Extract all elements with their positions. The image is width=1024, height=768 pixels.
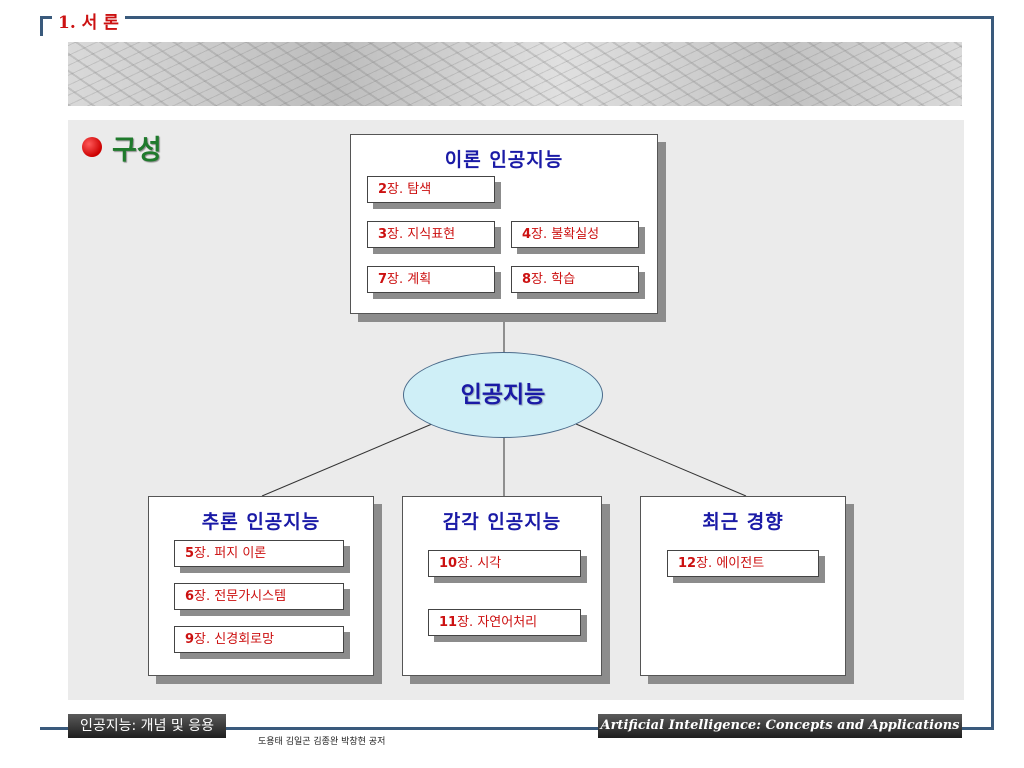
chapter-8-chip: 8장. 학습 <box>511 266 639 293</box>
chip-number: 8 <box>522 272 532 287</box>
bullet-icon <box>82 137 102 157</box>
chip-number: 11 <box>439 615 458 630</box>
chip-text: 장. 계획 <box>387 272 432 287</box>
marble-banner <box>68 42 962 106</box>
chapter-4-chip: 4장. 불확실성 <box>511 221 639 248</box>
connector-reasoning <box>261 423 433 497</box>
chip-number: 3 <box>378 227 388 242</box>
chapter-2-chip: 2장. 탐색 <box>367 176 495 203</box>
chip-text: 장. 탐색 <box>387 182 432 197</box>
chapter-12-chip: 12장. 에이전트 <box>667 550 819 577</box>
chip-text: 장. 학습 <box>531 272 576 287</box>
frame-top-line <box>40 16 994 19</box>
chip-number: 5 <box>185 546 195 561</box>
chapter-3-chip: 3장. 지식표현 <box>367 221 495 248</box>
chip-text: 장. 지식표현 <box>387 227 456 242</box>
connector-trends <box>575 423 747 497</box>
footer-english-title: Artificial Intelligence: Concepts and Ap… <box>598 714 962 738</box>
chip-text: 장. 전문가시스템 <box>194 589 287 604</box>
ai-center-ellipse: 인공지능 <box>403 352 603 438</box>
chapter-title: 1. 서 론 <box>52 8 125 33</box>
chip-text: 장. 신경회로망 <box>194 632 275 647</box>
chip-text: 장. 불확실성 <box>531 227 600 242</box>
chip-text: 장. 퍼지 이론 <box>194 546 267 561</box>
trends-title: 최근 경향 <box>702 511 784 533</box>
frame-left-line <box>40 16 43 36</box>
section-title: 구성 <box>112 135 162 166</box>
perception-ai-title: 감각 인공지능 <box>442 511 562 533</box>
chip-number: 12 <box>678 556 697 571</box>
chip-text: 장. 시각 <box>457 556 502 571</box>
perception-ai-box: 감각 인공지능 10장. 시각 11장. 자연어처리 <box>402 496 602 676</box>
chapter-7-chip: 7장. 계획 <box>367 266 495 293</box>
chip-number: 9 <box>185 632 195 647</box>
chip-number: 4 <box>522 227 532 242</box>
chip-number: 2 <box>378 182 388 197</box>
theory-ai-box: 이론 인공지능 2장. 탐색 3장. 지식표현 4장. 불확실성 7장. 계획 … <box>350 134 658 314</box>
reasoning-ai-title: 추론 인공지능 <box>201 511 321 533</box>
frame-bottom-line <box>40 727 994 730</box>
frame-right-line <box>991 16 994 730</box>
footer-book-title: 인공지능: 개념 및 응용 <box>68 714 226 738</box>
chapter-10-chip: 10장. 시각 <box>428 550 581 577</box>
chapter-9-chip: 9장. 신경회로망 <box>174 626 344 653</box>
theory-ai-title: 이론 인공지능 <box>444 149 564 171</box>
chapter-11-chip: 11장. 자연어처리 <box>428 609 581 636</box>
chip-text: 장. 에이전트 <box>696 556 765 571</box>
chip-number: 10 <box>439 556 458 571</box>
chip-number: 6 <box>185 589 195 604</box>
chapter-6-chip: 6장. 전문가시스템 <box>174 583 344 610</box>
chapter-5-chip: 5장. 퍼지 이론 <box>174 540 344 567</box>
chip-text: 장. 자연어처리 <box>457 615 538 630</box>
trends-box: 최근 경향 12장. 에이전트 <box>640 496 846 676</box>
footer-authors: 도용태 김일곤 김종완 박창현 공저 <box>258 737 386 747</box>
reasoning-ai-box: 추론 인공지능 5장. 퍼지 이론 6장. 전문가시스템 9장. 신경회로망 <box>148 496 374 676</box>
chip-number: 7 <box>378 272 388 287</box>
